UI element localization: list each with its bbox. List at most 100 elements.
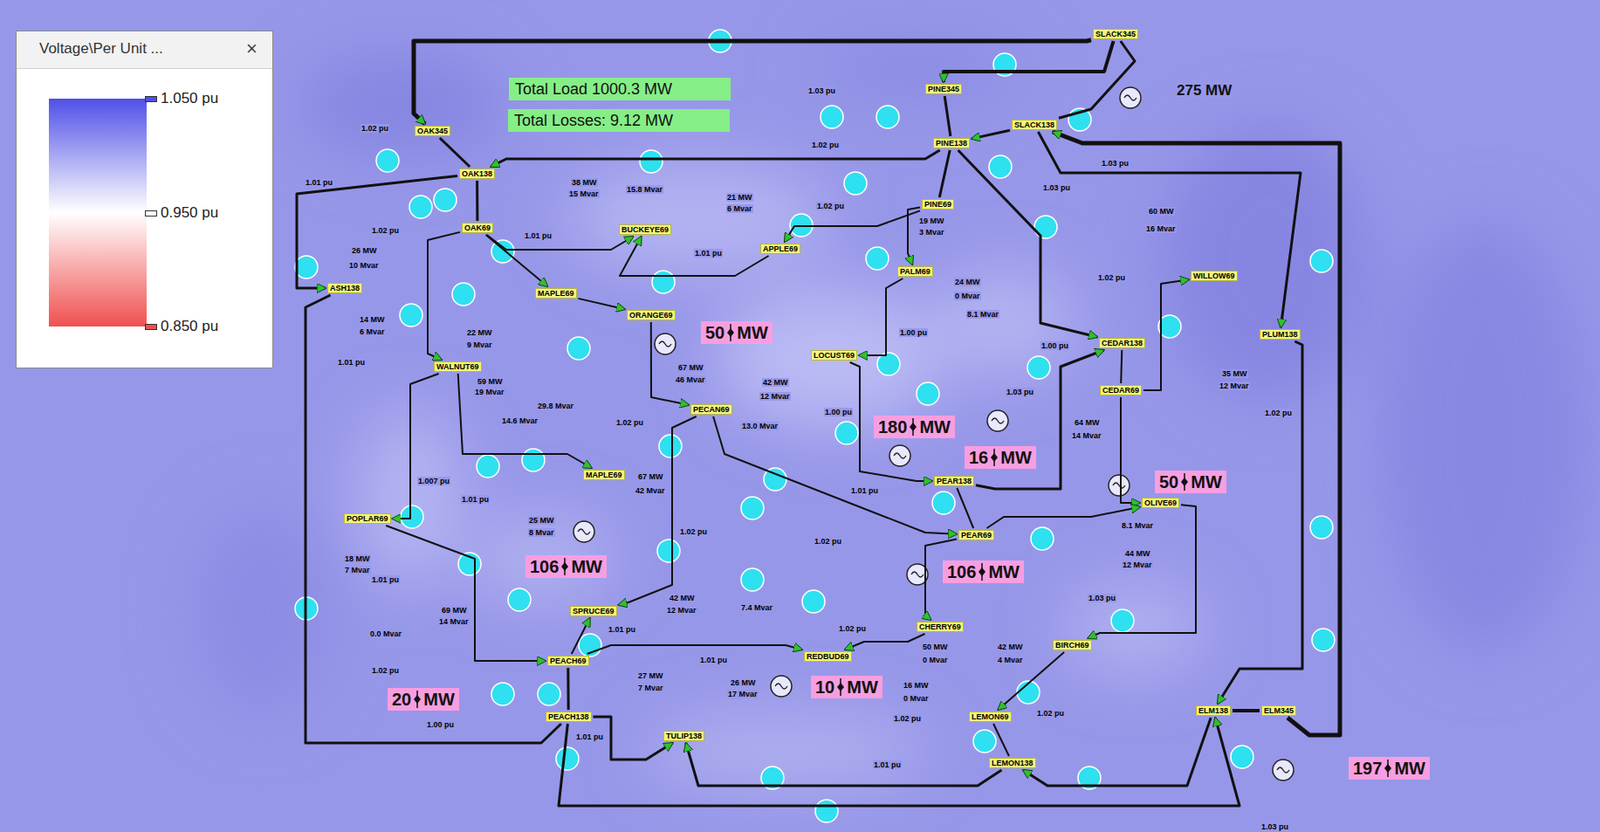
value-label: 1.03 pu: [1005, 382, 1035, 399]
value-label: 1.02 pu: [370, 220, 400, 237]
node-text: LEMON138: [991, 758, 1034, 768]
bus-label: PEAR138: [933, 475, 975, 487]
value-text: 9 Mvar: [466, 340, 494, 350]
transmission-line: [943, 41, 1114, 83]
value-text: 4 Mvar: [996, 655, 1024, 665]
value-text: 12 Mvar: [759, 391, 791, 401]
value-text: 3 Mvar: [918, 227, 946, 237]
value-text: 7.4 Mvar: [740, 603, 774, 612]
value-text: 18 MW: [343, 554, 371, 564]
value-label: 7 Mvar: [343, 560, 371, 577]
generator-wave: [775, 683, 788, 689]
value-label: 25 MW: [528, 510, 556, 527]
transmission-line: [618, 416, 697, 605]
flow-pie: [556, 747, 579, 770]
node-text: ELM345: [1263, 706, 1294, 715]
node-text: PEACH69: [549, 656, 587, 666]
legend-title: Voltage\Per Unit ...: [39, 40, 164, 58]
value-label: 42 MW: [996, 637, 1024, 653]
value-label: 1.03 pu: [1260, 817, 1290, 832]
flow-pie: [659, 434, 682, 458]
flow-pie: [376, 149, 399, 172]
value-text: 1.02 pu: [370, 666, 400, 675]
transmission-line: [1037, 131, 1301, 328]
value-text: 1.02 pu: [1263, 408, 1293, 418]
value-label: 14 Mvar: [438, 611, 470, 628]
node-text: 106: [947, 561, 976, 583]
value-label: 8 Mvar: [528, 522, 556, 539]
value-label: 1.03 pu: [1042, 178, 1072, 194]
value-text: 14 Mvar: [438, 617, 470, 626]
bus-label: OAK138: [459, 168, 495, 179]
close-glyph: ×: [246, 37, 258, 60]
value-text: 27 MW: [637, 671, 665, 680]
node-text: APPLE69: [762, 244, 798, 254]
value-text: 1.02 pu: [370, 226, 400, 235]
node-text: MW: [1000, 446, 1032, 468]
value-label: 0 Mvar: [921, 650, 949, 667]
legend-text: 1.050 pu: [160, 89, 219, 107]
transmission-line: [385, 525, 546, 661]
node-text: REDBUD69: [806, 652, 850, 661]
flow-pie: [1230, 745, 1254, 769]
value-text: 13.0 Mvar: [741, 421, 779, 431]
flow-pie: [973, 729, 996, 753]
value-label: 38 MW: [570, 172, 598, 189]
value-label: 1.02 pu: [679, 521, 708, 538]
value-text: 46 Mvar: [674, 375, 707, 385]
bus-label: PINE69: [921, 199, 955, 210]
node-text: CHERRY69: [919, 622, 962, 632]
value-text: 1.01 pu: [523, 231, 553, 241]
node-text: POPLAR69: [346, 514, 389, 523]
value-label: 1.02 pu: [837, 618, 867, 635]
spinner-icon: [726, 322, 735, 343]
value-text: 16 Mvar: [1145, 224, 1177, 234]
node-text: MW: [988, 561, 1020, 583]
value-label: 14.6 Mvar: [501, 411, 539, 427]
value-text: 6 Mvar: [726, 204, 754, 213]
value-label: 26 MW: [729, 672, 757, 689]
value-text: 275 MW: [1174, 82, 1234, 99]
value-label: 22 MW: [466, 322, 494, 339]
value-text: 8 Mvar: [528, 528, 556, 537]
node-text: PECAN69: [693, 405, 730, 414]
node-text: WILLOW69: [1193, 271, 1236, 281]
bus-label: POPLAR69: [343, 513, 392, 524]
value-label: 1.01 pu: [460, 489, 490, 506]
legend-text: 0.850 pu: [160, 317, 219, 335]
value-label: 1.02 pu: [1036, 703, 1065, 720]
node-text: OAK138: [461, 169, 493, 179]
value-text: 60 MW: [1147, 206, 1175, 216]
flow-pie: [820, 105, 844, 129]
value-text: 1.01 pu: [850, 486, 879, 495]
generator-output: 50MW: [1154, 470, 1227, 494]
value-text: 15 Mvar: [568, 189, 600, 199]
value-text: 1.03 pu: [1042, 183, 1072, 193]
value-label: 13.0 Mvar: [741, 416, 779, 433]
value-text: 1.02 pu: [1097, 273, 1127, 282]
transmission-line: [844, 633, 926, 650]
value-text: 67 MW: [637, 472, 665, 481]
node-text: MW: [1393, 757, 1426, 779]
bus-label: ASH138: [327, 282, 363, 294]
node-text: ASH138: [329, 283, 360, 293]
transmission-line: [1143, 279, 1189, 391]
node-text: MAPLE69: [585, 470, 623, 480]
value-label: 50 MW: [921, 637, 949, 653]
value-label: 1.01 pu: [336, 352, 366, 369]
value-text: 15.8 Mvar: [625, 185, 664, 194]
transmission-line: [971, 130, 1010, 139]
spinner-icon: [1180, 472, 1189, 492]
flow-pie: [1027, 356, 1051, 379]
transmission-line: [784, 210, 921, 242]
transmission-line: [558, 717, 1240, 806]
node-text: OLIVE69: [1144, 498, 1177, 508]
value-label: 1.02 pu: [360, 118, 390, 135]
value-text: 1.02 pu: [1036, 708, 1065, 718]
value-label: 1.03 pu: [807, 81, 837, 97]
transmission-line: [486, 234, 549, 287]
value-text: 1.03 pu: [1087, 593, 1117, 603]
spinner-icon: [977, 562, 987, 582]
flow-pie: [916, 382, 940, 406]
value-text: 1.01 pu: [336, 357, 366, 367]
